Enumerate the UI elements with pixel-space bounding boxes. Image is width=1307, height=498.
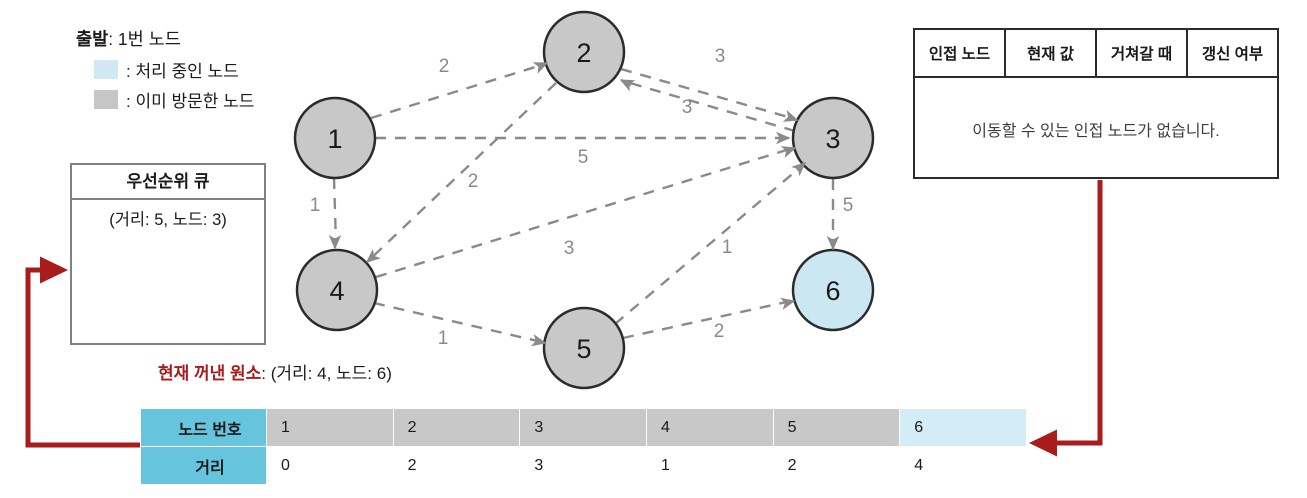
- adjacency-table-header-row: 인접 노드 현재 값 거쳐갈 때 갱신 여부: [915, 30, 1277, 78]
- edge-5-6: [622, 299, 792, 340]
- edge-weight-2-3: 3: [715, 46, 726, 67]
- legend-item-visited: : 이미 방문한 노드: [76, 84, 326, 114]
- graph-node-3[interactable]: 3: [791, 96, 875, 180]
- edge-weight-3-6: 5: [843, 195, 854, 216]
- graph-node-5-label: 5: [576, 334, 591, 364]
- distance-table: 노드 번호 1 2 3 4 5 6 거리 0 2 3 1 2 4: [140, 408, 1027, 485]
- distance-table-rowhead-distance: 거리: [140, 446, 267, 485]
- edge-3-2: [622, 79, 796, 133]
- distance-value-1: 0: [266, 446, 394, 485]
- legend-label-processing: : 처리 중인 노드: [126, 61, 239, 81]
- legend-label-visited: : 이미 방문한 노드: [126, 91, 255, 111]
- edge-2-4: [365, 82, 557, 264]
- arrowhead-5-3: [791, 162, 807, 177]
- graph-node-6[interactable]: 6: [791, 248, 875, 332]
- edge-weight-1-4: 1: [310, 195, 321, 216]
- arrowhead-4-5: [530, 334, 547, 347]
- edge-weight-4-5: 1: [438, 328, 449, 349]
- graph-node-4[interactable]: 4: [295, 248, 379, 332]
- priority-queue-box: 우선순위 큐 (거리: 5, 노드: 3): [70, 163, 266, 345]
- distance-value-5: 2: [772, 446, 901, 485]
- edge-weight-3-2: 3: [682, 97, 693, 118]
- graph-edge-weights: 2 5 1 2 3 3 3 1 1 2 5: [310, 46, 854, 349]
- distance-table-node-2: 2: [392, 408, 521, 447]
- distance-value-6: 4: [899, 446, 1027, 485]
- arrowhead-2-4: [365, 248, 381, 263]
- current-element-label: 현재 꺼낸 원소: [158, 364, 262, 383]
- edge-2-3: [620, 67, 796, 121]
- edge-weight-1-3: 5: [578, 147, 589, 168]
- adjacency-header-current-value: 현재 값: [1006, 30, 1097, 76]
- adjacency-table-empty-message: 이동할 수 있는 인접 노드가 없습니다.: [972, 122, 1220, 140]
- graph-node-1[interactable]: 1: [293, 96, 377, 180]
- edge-5-3: [614, 164, 804, 325]
- edge-weight-2-4: 2: [468, 171, 479, 192]
- edge-4-3: [375, 146, 794, 279]
- graph-node-2[interactable]: 2: [542, 10, 626, 94]
- edge-weight-5-6: 2: [714, 321, 725, 342]
- legend-item-processing: : 처리 중인 노드: [76, 54, 326, 84]
- priority-queue-entry: (거리: 5, 노드: 3): [109, 211, 227, 229]
- legend: 출발: 1번 노드 : 처리 중인 노드 : 이미 방문한 노드: [76, 22, 326, 114]
- legend-swatch-visited-icon: [94, 89, 118, 109]
- distance-table-node-6: 6: [899, 408, 1027, 447]
- arrowhead-3-2: [619, 78, 636, 92]
- graph-node-2-label: 2: [576, 38, 591, 68]
- edge-1-4: [332, 177, 338, 245]
- priority-queue-body: (거리: 5, 노드: 3): [72, 200, 264, 230]
- distance-value-2: 2: [392, 446, 521, 485]
- edge-1-2: [370, 62, 546, 120]
- distance-table-node-4: 4: [645, 408, 774, 447]
- legend-start-line: 출발: 1번 노드: [76, 22, 326, 54]
- arrowhead-1-2: [532, 61, 549, 74]
- distance-value-4: 1: [645, 446, 774, 485]
- graph-edge-arrowheads: [328, 61, 840, 347]
- arrowhead-2-3: [782, 109, 799, 122]
- adjacency-table: 인접 노드 현재 값 거쳐갈 때 갱신 여부 이동할 수 있는 인접 노드가 없…: [913, 28, 1279, 179]
- graph-node-3-label: 3: [825, 124, 840, 154]
- legend-start-label: 출발: [76, 28, 109, 49]
- adjacency-header-updated: 갱신 여부: [1201, 46, 1264, 63]
- distance-value-3: 3: [519, 446, 647, 485]
- graph-node-6-label: 6: [825, 276, 840, 306]
- current-element-value: : (거리: 4, 노드: 6): [261, 364, 392, 383]
- priority-queue-title: 우선순위 큐: [72, 165, 264, 200]
- edge-4-5: [373, 301, 543, 344]
- graph-edges: [332, 62, 835, 344]
- arrowhead-5-6: [779, 297, 796, 310]
- edge-weight-1-2: 2: [439, 56, 450, 77]
- graph-node-1-label: 1: [327, 124, 342, 154]
- distance-table-node-1: 1: [266, 408, 394, 447]
- current-element-line: 현재 꺼낸 원소: (거리: 4, 노드: 6): [158, 359, 392, 384]
- distance-table-rowhead-node: 노드 번호: [140, 408, 267, 447]
- edge-weight-4-3: 3: [564, 238, 575, 259]
- flow-arrow-adjacency-to-table: [1028, 180, 1103, 457]
- flow-arrow-table-to-queue: [25, 256, 140, 448]
- adjacency-header-via: 거쳐갈 때: [1097, 30, 1188, 76]
- graph-node-5[interactable]: 5: [542, 306, 626, 390]
- distance-table-node-row: 노드 번호 1 2 3 4 5 6: [140, 408, 1027, 447]
- distance-table-node-3: 3: [519, 408, 647, 447]
- legend-start-value: : 1번 노드: [108, 28, 181, 49]
- arrowhead-4-3: [780, 146, 797, 159]
- graph-nodes: 1 2 3 4 5 6: [293, 10, 875, 390]
- graph-node-4-label: 4: [329, 276, 344, 306]
- distance-table-node-5: 5: [772, 408, 901, 447]
- legend-swatch-processing-icon: [94, 59, 118, 79]
- adjacency-header-neighbor: 인접 노드: [915, 30, 1006, 76]
- distance-table-distance-row: 거리 0 2 3 1 2 4: [140, 446, 1027, 485]
- edge-weight-5-3: 1: [722, 237, 733, 258]
